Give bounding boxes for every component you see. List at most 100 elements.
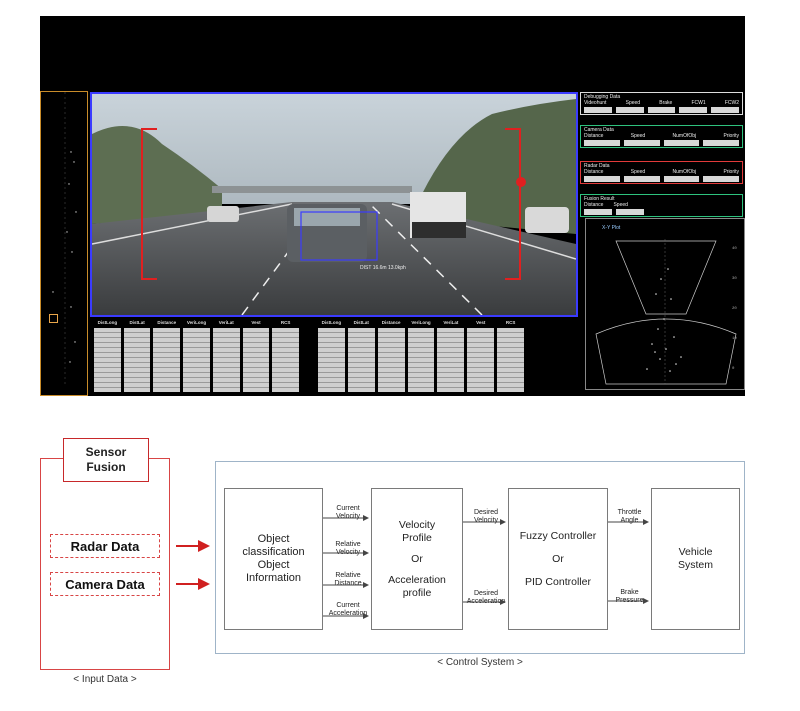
table-header: VeriLat (443, 320, 459, 325)
panel-col: Distance (584, 133, 604, 139)
signal-line: Brake (620, 589, 639, 596)
signal-line: Desired (473, 509, 499, 516)
panel-col: Videohunt (584, 100, 607, 106)
block-line: System (677, 559, 713, 571)
velocity-profile-block: Velocity Profile Or Acceleration profile (371, 488, 463, 630)
block-line: classification (242, 546, 305, 558)
radar-data-label: Radar Data (70, 538, 140, 554)
road-scene: DIST 16.6m 13.0kph (92, 94, 576, 315)
sensor-fusion-label: Sensor Fusion (85, 445, 127, 474)
panel-col: Speed (613, 202, 628, 208)
signal-line: Velocity (335, 513, 361, 520)
block-line: Velocity (398, 518, 436, 531)
block-line: Fuzzy Controller (519, 529, 597, 542)
control-system-frame (215, 461, 745, 654)
block-line: Information (245, 572, 301, 584)
table-header: Distance (157, 320, 177, 325)
svg-text:40: 40 (732, 247, 737, 251)
signal-line: Relative (335, 541, 361, 548)
left-plot-marker (49, 314, 58, 323)
svg-text:0: 0 (732, 367, 735, 371)
block-line: Acceleration (388, 573, 446, 586)
signal-throttle-angle: Throttle Angle (608, 509, 651, 525)
block-line: Or (552, 552, 564, 565)
panel-col: Brake (659, 100, 673, 106)
table-header: RCS (505, 320, 516, 325)
sensor-fusion-box: Sensor Fusion (63, 438, 149, 482)
radar-track-table-2: DistLong DistLat Distance VeriLong VeriL… (318, 320, 525, 394)
radar-xy-plot: X-Y Plot 40 30 20 10 0 (585, 218, 745, 390)
table-header: VeriLong (186, 320, 207, 325)
block-line: Vehicle (678, 546, 713, 558)
panel-title: Fusion Result (584, 196, 615, 202)
signal-current-acceleration: Current Acceleration (324, 602, 372, 618)
panel-col: Priority (723, 133, 739, 139)
signal-line: Current (336, 602, 360, 609)
table-header: VeriLat (218, 320, 234, 325)
left-plot-dots (52, 92, 77, 387)
panel-col: Distance (584, 169, 604, 175)
table-header: DistLat (353, 320, 369, 325)
block-line: Profile (402, 531, 432, 544)
svg-text:30: 30 (732, 277, 737, 281)
camera-data-label: Camera Data (65, 576, 145, 592)
signal-line: Distance (334, 580, 362, 587)
svg-text:DIST 16.6m 13.0kph: DIST 16.6m 13.0kph (360, 265, 406, 271)
input-data-caption: < Input Data > (73, 674, 137, 685)
panel-col: Speed (625, 100, 641, 106)
panel-col: Priority (723, 169, 739, 175)
panel-col: NumOfObj (672, 133, 697, 139)
block-line: Object (257, 559, 290, 571)
svg-text:10: 10 (732, 337, 737, 341)
software-screenshot: DIST 16.6m 13.0kph DistLong DistLat Dist… (40, 16, 745, 396)
debugging-data-panel: Debugging Data Videohunt Speed Brake FCW… (580, 92, 743, 115)
svg-text:20: 20 (732, 307, 737, 311)
block-line: PID Controller (525, 575, 591, 588)
signal-line: Velocity (473, 517, 499, 524)
camera-view: DIST 16.6m 13.0kph (90, 92, 578, 317)
signal-line: Angle (620, 517, 639, 524)
panel-col: Speed (630, 169, 646, 175)
panel-col: FCW1 (691, 100, 706, 106)
block-line: Or (411, 552, 423, 565)
panel-col: NumOfObj (672, 169, 697, 175)
block-line: Object (257, 533, 290, 545)
signal-relative-distance: Relative Distance (326, 572, 370, 588)
left-lateral-plot (40, 91, 88, 396)
signal-desired-velocity: Desired Velocity (464, 509, 508, 525)
panel-col: FCW2 (724, 100, 739, 106)
table-header: Distance (381, 320, 401, 325)
table-header: Vest (476, 320, 486, 325)
signal-line: Acceleration (328, 610, 368, 617)
camera-data-panel: Camera Data Distance Speed NumOfObj Prio… (580, 125, 743, 148)
radar-plot-graphics: 40 30 20 10 0 (595, 239, 737, 385)
radar-track-table-1: DistLong DistLat Distance VeriLong VeriL… (94, 320, 300, 394)
signal-line: Relative (335, 572, 361, 579)
radar-data-panel: Radar Data Distance Speed NumOfObj Prior… (580, 161, 743, 184)
block-line: profile (402, 586, 432, 599)
object-classification-block: Object classification Object Information (224, 488, 323, 630)
signal-line: Current (336, 505, 360, 512)
signal-line: Desired (473, 590, 499, 597)
fuzzy-pid-controller-block: Fuzzy Controller Or PID Controller (508, 488, 608, 630)
plot-label: X-Y Plot (602, 225, 621, 231)
panel-col: Speed (630, 133, 646, 139)
panel-title: Radar Data (584, 163, 610, 169)
table-header: VeriLong (411, 320, 431, 325)
panel-col: Distance (584, 202, 604, 208)
signal-line: Throttle (617, 509, 642, 516)
table-header: DistLat (129, 320, 145, 325)
radar-data-box: Radar Data (50, 534, 160, 558)
table-header: RCS (280, 320, 291, 325)
panel-title: Debugging Data (584, 94, 621, 100)
vehicle-system-block: Vehicle System (651, 488, 740, 630)
control-system-caption: < Control System > (437, 657, 523, 668)
camera-data-box: Camera Data (50, 572, 160, 596)
table-header: DistLong (97, 320, 118, 325)
signal-current-velocity: Current Velocity (326, 505, 370, 521)
table-header: Vest (251, 320, 261, 325)
fusion-result-panel: Fusion Result Distance Speed (580, 194, 743, 217)
table-header: DistLong (321, 320, 342, 325)
panel-title: Camera Data (584, 127, 614, 133)
